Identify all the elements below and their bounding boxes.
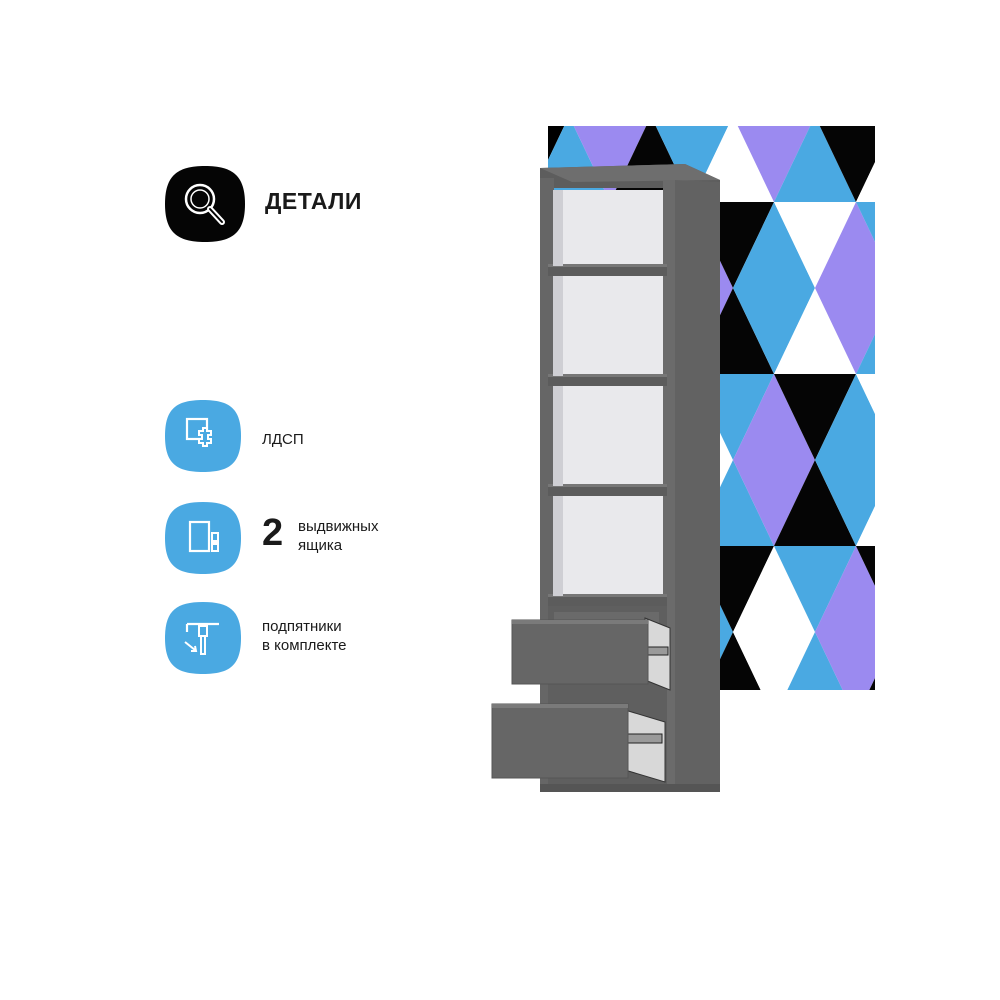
feature-feet-badge [163, 600, 243, 676]
page-title: ДЕТАЛИ [265, 188, 362, 214]
feature-feet-text: подпятники в комплекте [262, 617, 347, 655]
pattern-triangle [787, 632, 843, 690]
pattern-triangle [573, 126, 647, 202]
feature-drawers-badge [163, 500, 243, 576]
pattern-triangle [733, 202, 815, 288]
magnifier-icon [165, 166, 245, 242]
pattern-triangle [655, 126, 729, 202]
pattern-triangle [733, 374, 815, 460]
drawer-count: 2 [262, 512, 284, 554]
pattern-triangle [774, 202, 856, 288]
chipboard-icon [165, 400, 241, 472]
pattern-triangle [733, 288, 815, 374]
pattern-triangle [815, 632, 875, 690]
pattern-triangle [733, 632, 815, 690]
pattern-triangle [774, 460, 856, 546]
pattern-triangle [774, 126, 856, 202]
pattern-triangle [815, 546, 875, 632]
pattern-triangle [869, 678, 875, 690]
pattern-triangle [737, 126, 811, 202]
feature-drawers-text: выдвижных ящика [298, 517, 378, 555]
pattern-triangle [774, 374, 856, 460]
feature-chipboard-text: ЛДСП [262, 431, 304, 448]
pattern-triangle [856, 162, 875, 202]
pattern-triangle [815, 374, 875, 460]
feature-feet-line1: подпятники [262, 618, 342, 635]
foot-support-icon [165, 602, 241, 674]
pattern-triangle [774, 288, 856, 374]
pattern-triangle [733, 460, 815, 546]
pattern-triangle [774, 546, 856, 632]
feature-feet-line2: в комплекте [262, 637, 347, 654]
pattern-triangle [815, 460, 875, 546]
feature-drawers-line1: выдвижных [298, 518, 379, 535]
feature-chipboard-badge [163, 398, 243, 474]
pattern-triangle [819, 126, 875, 202]
bookcase-illustration [491, 164, 720, 792]
drawer-icon [165, 502, 241, 574]
pattern-triangle [815, 202, 875, 288]
feature-drawers-line2: ящика [298, 537, 343, 554]
pattern-triangle [815, 288, 875, 374]
pattern-triangle [856, 374, 875, 414]
details-badge [163, 164, 247, 244]
pattern-triangle [733, 546, 815, 632]
